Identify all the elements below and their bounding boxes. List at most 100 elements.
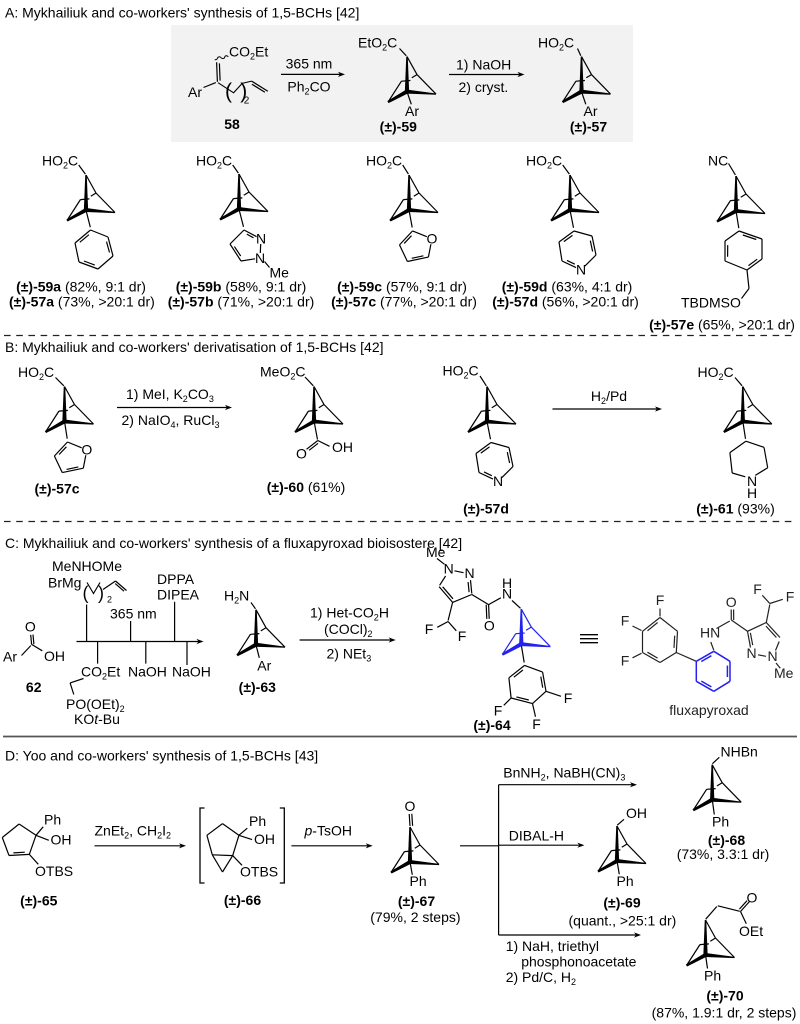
svg-text:Ph: Ph: [44, 812, 61, 828]
svg-text:(±)-59c (57%, 9:1 dr): (±)-59c (57%, 9:1 dr): [337, 279, 467, 295]
svg-text:(±)-60 (61%): (±)-60 (61%): [267, 479, 345, 495]
svg-text:N: N: [464, 565, 474, 581]
svg-text:(±)-57: (±)-57: [570, 119, 607, 135]
svg-text:B: Mykhailiuk and co-workers': B: Mykhailiuk and co-workers' derivatisa…: [5, 339, 384, 355]
svg-text:Ar: Ar: [584, 103, 598, 119]
svg-text:NaOH: NaOH: [128, 664, 167, 680]
svg-text:F: F: [656, 592, 665, 608]
svg-text:2) cryst.: 2) cryst.: [459, 79, 509, 95]
svg-text:HO2C: HO2C: [538, 35, 574, 53]
svg-text:DIPEA: DIPEA: [157, 587, 200, 603]
svg-text:EtO2C: EtO2C: [358, 35, 397, 53]
svg-text:PO(OEt)2: PO(OEt)2: [66, 696, 125, 714]
svg-text:(87%, 1.9:1 dr, 2 steps): (87%, 1.9:1 dr, 2 steps): [652, 1005, 797, 1021]
svg-text:(±)-59: (±)-59: [380, 119, 417, 135]
svg-text:BnNH2, NaBH(CN)3: BnNH2, NaBH(CN)3: [503, 765, 625, 783]
svg-text:N: N: [255, 250, 265, 266]
svg-text:OH: OH: [44, 648, 65, 664]
svg-text:): ): [240, 80, 247, 103]
svg-text:NaOH: NaOH: [172, 664, 211, 680]
svg-text:F: F: [753, 581, 762, 597]
svg-text:O: O: [25, 619, 36, 635]
svg-text:OEt: OEt: [739, 923, 763, 939]
svg-text:N: N: [444, 561, 454, 577]
svg-text:H: H: [502, 575, 512, 591]
svg-text:(±)-57d (56%, >20:1 dr): (±)-57d (56%, >20:1 dr): [492, 294, 639, 310]
svg-text:Ph: Ph: [712, 814, 729, 830]
svg-text:MeNHOMe: MeNHOMe: [52, 558, 122, 574]
svg-text:(±)-69: (±)-69: [603, 895, 640, 911]
svg-text:): ): [98, 583, 104, 603]
svg-text:F: F: [532, 716, 541, 732]
svg-text:N: N: [747, 473, 757, 489]
svg-text:OH: OH: [332, 439, 353, 455]
svg-text:(79%, 2 steps): (79%, 2 steps): [370, 909, 460, 925]
svg-text:HO2C: HO2C: [18, 364, 54, 382]
svg-text:H2N: H2N: [224, 588, 249, 606]
svg-text:62: 62: [26, 679, 42, 695]
svg-text:(±)-57c (77%, >20:1 dr): (±)-57c (77%, >20:1 dr): [331, 294, 477, 310]
svg-text:F: F: [621, 613, 630, 629]
svg-text:BrMg: BrMg: [48, 575, 81, 591]
svg-text:1) MeI, K2CO3: 1) MeI, K2CO3: [126, 386, 214, 404]
svg-text:HO2C: HO2C: [526, 153, 562, 171]
svg-text:(±)-65: (±)-65: [20, 893, 57, 909]
svg-text:(±)-57a (73%, >20:1 dr): (±)-57a (73%, >20:1 dr): [9, 294, 155, 310]
svg-text:(±)-59d (63%, 4:1 dr): (±)-59d (63%, 4:1 dr): [502, 279, 633, 295]
svg-text:H: H: [747, 485, 757, 501]
svg-text:OTBS: OTBS: [35, 863, 73, 879]
svg-text:N: N: [256, 231, 266, 247]
svg-text:(±)-67: (±)-67: [398, 893, 435, 909]
svg-text:HO2C: HO2C: [366, 153, 402, 171]
svg-text:(: (: [225, 80, 232, 103]
svg-text:(±)-70: (±)-70: [706, 988, 743, 1004]
svg-text:O: O: [81, 441, 92, 457]
svg-text:(±)-59b (58%, 9:1 dr): (±)-59b (58%, 9:1 dr): [176, 279, 307, 295]
svg-text:(COCl)2: (COCl)2: [324, 621, 373, 639]
svg-text:2: 2: [244, 96, 250, 107]
svg-text:Ph: Ph: [410, 873, 427, 889]
svg-text:(quant., >25:1 dr): (quant., >25:1 dr): [569, 913, 677, 929]
svg-text:Ph2CO: Ph2CO: [287, 79, 330, 97]
svg-text:2) Pd/C, H2: 2) Pd/C, H2: [506, 969, 576, 987]
svg-text:1) NaH, triethyl: 1) NaH, triethyl: [506, 938, 599, 954]
svg-text:(±)-63: (±)-63: [239, 679, 276, 695]
svg-text:(±)-66: (±)-66: [224, 892, 261, 908]
svg-text:(±)-59a (82%, 9:1 dr): (±)-59a (82%, 9:1 dr): [16, 279, 146, 295]
svg-text:Ar: Ar: [405, 103, 419, 119]
svg-text:NHBn: NHBn: [721, 744, 758, 760]
svg-text:phosphonoacetate: phosphonoacetate: [521, 954, 636, 970]
svg-text:N: N: [576, 262, 586, 278]
svg-text:MeO2C: MeO2C: [260, 364, 305, 382]
svg-text:O: O: [747, 890, 758, 906]
svg-text:HO2C: HO2C: [443, 363, 479, 381]
svg-text:Me: Me: [774, 665, 794, 681]
svg-text:1) Het-CO2H: 1) Het-CO2H: [310, 605, 389, 623]
svg-text:(±)-61 (93%): (±)-61 (93%): [696, 501, 774, 517]
svg-text:(±)-57e (65%, >20:1 dr): (±)-57e (65%, >20:1 dr): [649, 317, 795, 333]
svg-text:HN: HN: [700, 625, 720, 641]
svg-text:HO2C: HO2C: [196, 153, 232, 171]
svg-text:O: O: [484, 618, 495, 634]
svg-text:Ph: Ph: [617, 873, 634, 889]
svg-text:(: (: [83, 583, 89, 603]
svg-text:(±)-57d: (±)-57d: [463, 501, 509, 517]
svg-text:Ph: Ph: [249, 813, 266, 829]
svg-text:1) NaOH: 1) NaOH: [456, 56, 511, 72]
svg-text:CO2Et: CO2Et: [229, 44, 268, 62]
svg-text:HO2C: HO2C: [42, 153, 78, 171]
svg-text:D: Yoo and co-workers' synthes: D: Yoo and co-workers' synthesis of 1,5-…: [5, 748, 318, 764]
svg-text:ZnEt2, CH2I2: ZnEt2, CH2I2: [95, 823, 172, 841]
svg-text:OH: OH: [626, 805, 647, 821]
svg-text:(±)-57b (71%, >20:1 dr): (±)-57b (71%, >20:1 dr): [168, 294, 315, 310]
svg-text:(±)-64: (±)-64: [473, 717, 510, 733]
svg-text:F: F: [425, 621, 434, 637]
svg-text:OTBS: OTBS: [240, 864, 278, 880]
svg-text:C: Mykhailiuk and co-workers': C: Mykhailiuk and co-workers' synthesis …: [5, 535, 462, 551]
svg-text:2) NaIO4, RuCl3: 2) NaIO4, RuCl3: [122, 412, 220, 430]
svg-text:N: N: [746, 645, 756, 661]
svg-text:Ar: Ar: [3, 649, 17, 665]
svg-text:p-TsOH: p-TsOH: [304, 823, 352, 839]
svg-text:TBDMSO: TBDMSO: [681, 295, 741, 311]
svg-text:F: F: [458, 628, 467, 644]
